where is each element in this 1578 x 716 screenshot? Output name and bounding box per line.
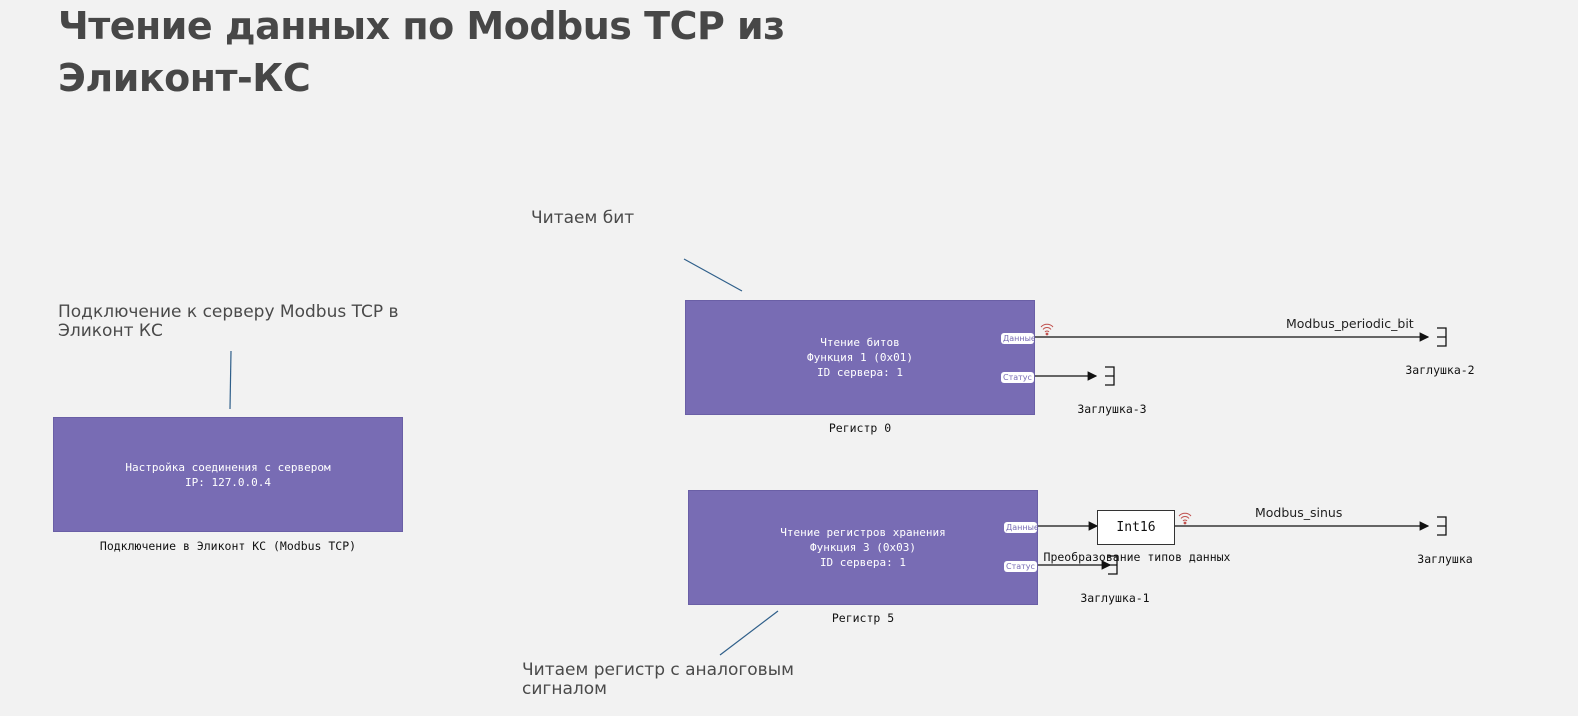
note-line-connect — [229, 350, 232, 410]
note-connect: Подключение к серверу Modbus TCP в Элико… — [58, 302, 399, 341]
terminator-3-caption: Заглушка-3 — [1077, 402, 1147, 416]
signal-label-sinus: Modbus_sinus — [1255, 505, 1343, 520]
terminator-1-caption: Заглушка-1 — [1080, 591, 1150, 605]
read-registers-port-data[interactable]: Данные — [1004, 522, 1037, 533]
page-title: Чтение данных по Modbus TCP из Эликонт-К… — [58, 4, 785, 100]
convert-block-caption: Преобразование типов данных — [1043, 550, 1231, 564]
read-registers-port-status[interactable]: Статус — [1004, 561, 1037, 572]
read-bits-port-status[interactable]: Статус — [1001, 372, 1034, 383]
note-read-bit: Читаем бит — [531, 208, 635, 228]
read-bits-port-data[interactable]: Данные — [1001, 333, 1034, 344]
terminator-0-caption: Заглушка — [1417, 552, 1473, 566]
terminator-1-symbol — [1108, 555, 1118, 575]
convert-block[interactable]: Int16 — [1097, 510, 1175, 545]
wireless-signal-icon — [1178, 512, 1192, 525]
connection-block[interactable]: Настройка соединения с сервером IP: 127.… — [53, 417, 403, 532]
signal-label-bit: Modbus_periodic_bit — [1286, 316, 1414, 331]
read-bits-block[interactable]: Чтение битов Функция 1 (0x01) ID сервера… — [685, 300, 1035, 415]
terminator-2-caption: Заглушка-2 — [1405, 363, 1475, 377]
note-line-read-bit — [683, 258, 743, 292]
terminator-2-symbol — [1437, 327, 1447, 347]
connection-block-text: Настройка соединения с сервером IP: 127.… — [125, 460, 331, 489]
note-read-register: Читаем регистр с аналоговым сигналом — [522, 660, 794, 699]
note-line-read-register — [719, 610, 779, 656]
connection-block-caption: Подключение в Эликонт КС (Modbus TCP) — [99, 539, 357, 553]
read-registers-block-caption: Регистр 5 — [831, 611, 895, 625]
read-bits-block-text: Чтение битов Функция 1 (0x01) ID сервера… — [807, 336, 913, 379]
read-registers-block[interactable]: Чтение регистров хранения Функция 3 (0x0… — [688, 490, 1038, 605]
wireless-signal-icon — [1040, 323, 1054, 336]
terminator-3-symbol — [1105, 366, 1115, 386]
terminator-0-symbol — [1437, 516, 1447, 536]
read-registers-block-text: Чтение регистров хранения Функция 3 (0x0… — [780, 526, 946, 569]
read-bits-block-caption: Регистр 0 — [828, 421, 892, 435]
